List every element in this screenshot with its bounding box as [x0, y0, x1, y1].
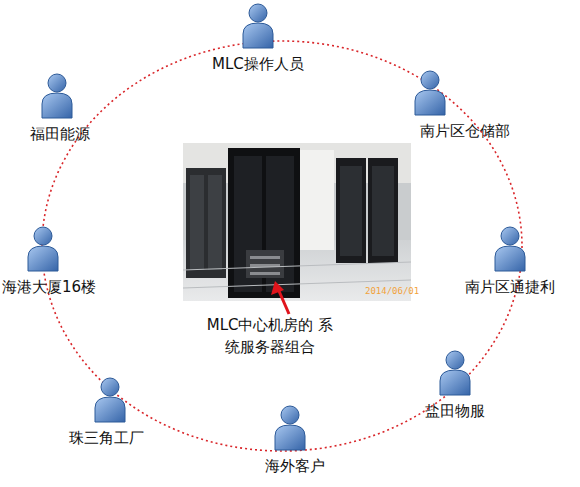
person-label: 福田能源 — [30, 125, 90, 144]
person-label: MLC操作人员 — [212, 55, 304, 74]
person-node: 南片区仓储部 — [385, 70, 475, 141]
person-icon — [272, 405, 308, 451]
person-icon — [240, 3, 276, 49]
person-node: 海港大厦16楼 — [0, 226, 90, 297]
person-node: 福田能源 — [27, 73, 87, 144]
person-node: 珠三角工厂 — [73, 377, 148, 448]
person-icon — [92, 377, 128, 423]
dotted-ring — [42, 41, 522, 451]
server-room-photo — [183, 143, 411, 301]
person-icon — [39, 73, 75, 119]
person-icon — [437, 350, 473, 396]
person-icon — [25, 226, 61, 272]
person-label: 南片区通捷利 — [465, 278, 555, 297]
person-icon — [492, 226, 528, 272]
person-node: 海外客户 — [260, 405, 320, 476]
person-label: 珠三角工厂 — [69, 429, 144, 448]
photo-timestamp: 2014/06/01 — [365, 286, 419, 296]
person-node: 盐田物服 — [425, 350, 485, 421]
person-icon — [412, 70, 448, 116]
photo-caption: MLC中心机房的 系统服务器组合 — [200, 314, 340, 358]
person-label: 海外客户 — [265, 457, 325, 476]
person-label: 海港大厦16楼 — [2, 278, 96, 297]
person-node: 南片区通捷利 — [465, 226, 555, 297]
callout-arrow — [271, 281, 289, 314]
person-node: MLC操作人员 — [212, 3, 304, 74]
person-label: 南片区仓储部 — [420, 122, 510, 141]
person-label: 盐田物服 — [425, 402, 485, 421]
